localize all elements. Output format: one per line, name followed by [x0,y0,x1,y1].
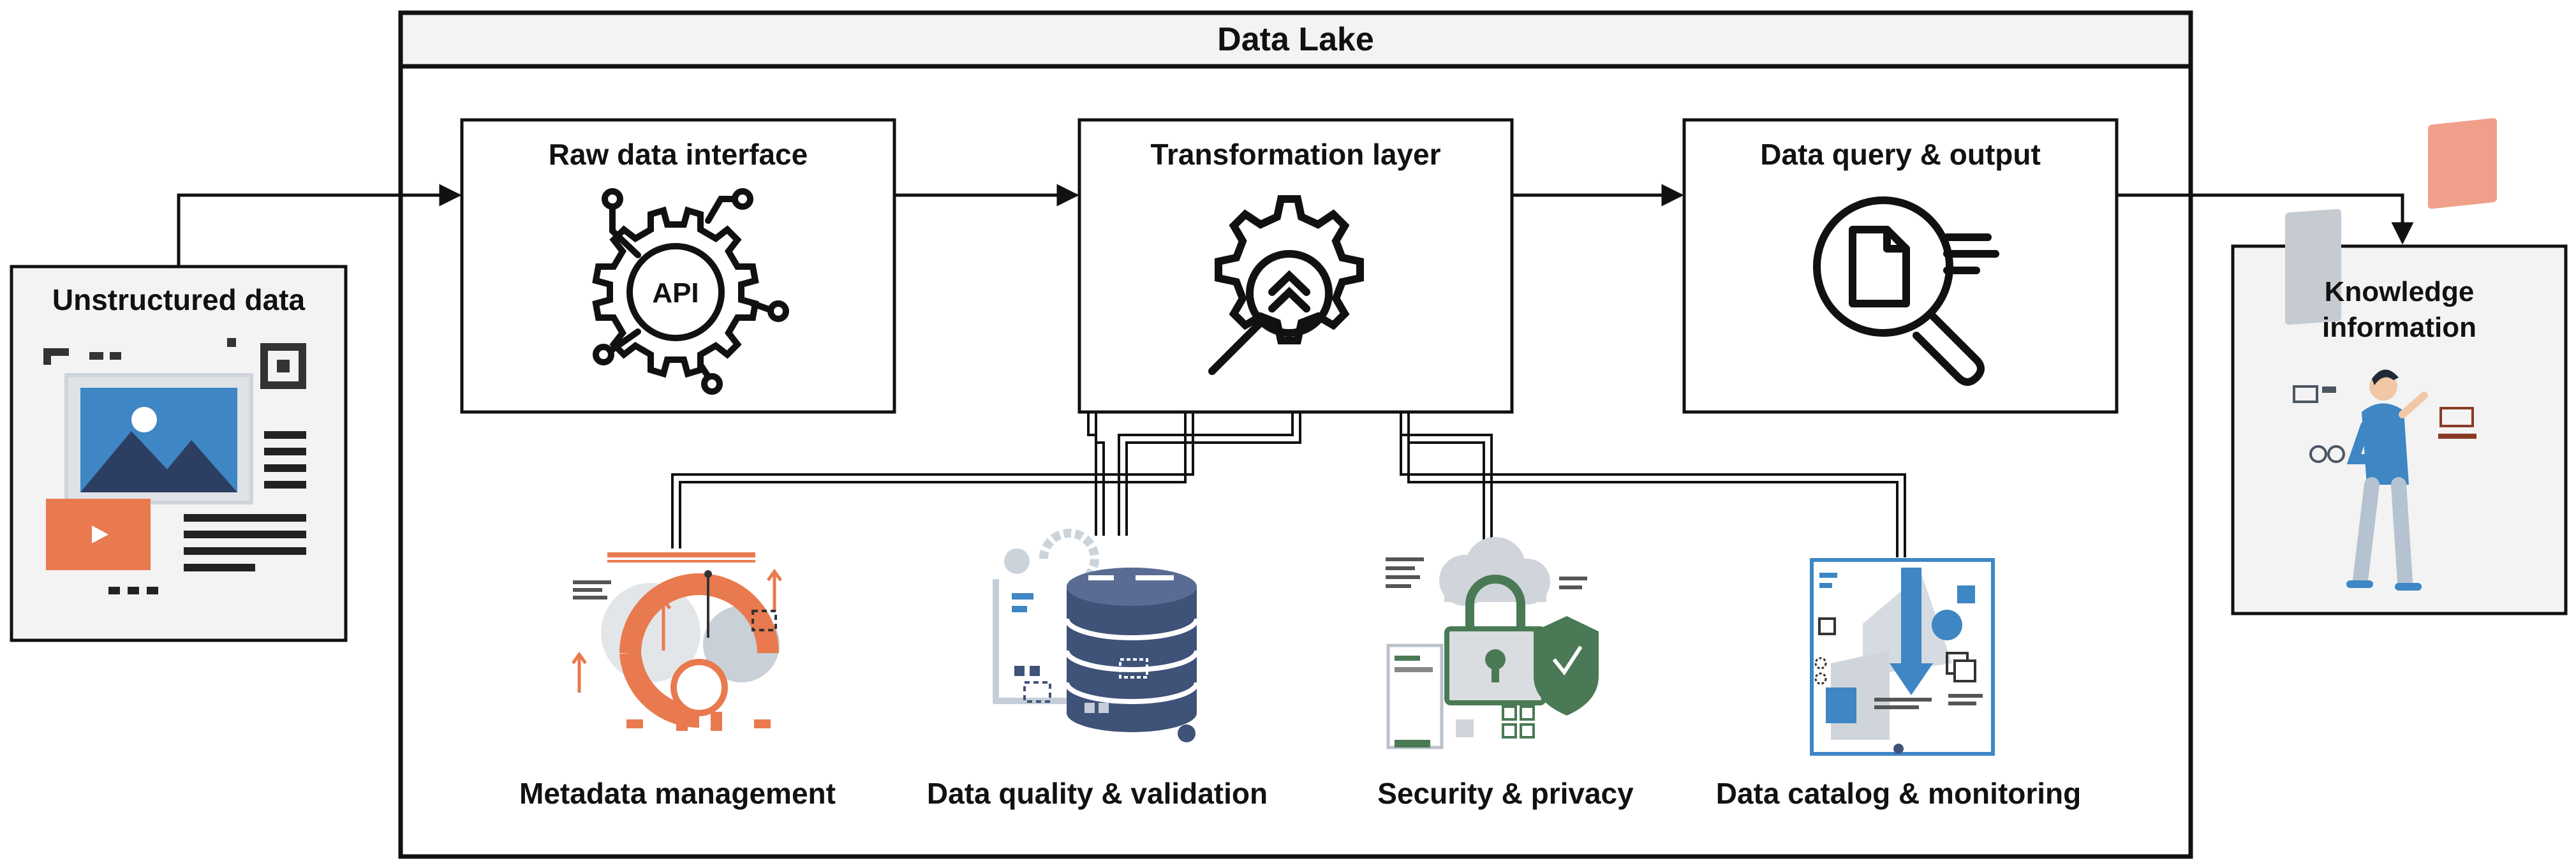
transformation-layer-title: Transformation layer [1150,138,1441,171]
raw-data-interface-title: Raw data interface [548,138,808,171]
metadata-gear-icon [571,552,783,731]
cloud-lock-shield-icon [1386,537,1599,749]
module-connectors [671,412,1906,557]
data-query-output-title: Data query & output [1760,138,2041,171]
knowledge-information-title: Knowledge information [2322,276,2476,343]
arrow-input-to-raw [177,184,462,267]
document-search-icon [1813,196,1999,386]
data-lake-title: Data Lake [1217,21,1374,58]
flow-arrows [177,184,2414,267]
api-gear-icon [592,188,789,395]
api-icon-text: API [652,277,699,309]
media-document-icon [43,338,306,594]
gear-magnifier-icon [1208,195,1364,375]
arrow-query-to-knowledge [2117,193,2414,245]
transformation-layer-box [1077,118,1514,414]
data-quality-validation-label: Data quality & validation [926,777,1268,810]
metadata-management-label: Metadata management [519,777,836,810]
person-dashboard-icon [2285,118,2497,591]
raw-data-interface-box [460,118,896,414]
catalog-download-icon [1810,558,1995,756]
data-query-output-box [1682,118,2119,414]
security-privacy-label: Security & privacy [1377,777,1634,810]
data-catalog-monitoring-label: Data catalog & monitoring [1715,777,2082,810]
unstructured-data-title: Unstructured data [52,283,306,316]
database-stack-icon [993,529,1199,742]
